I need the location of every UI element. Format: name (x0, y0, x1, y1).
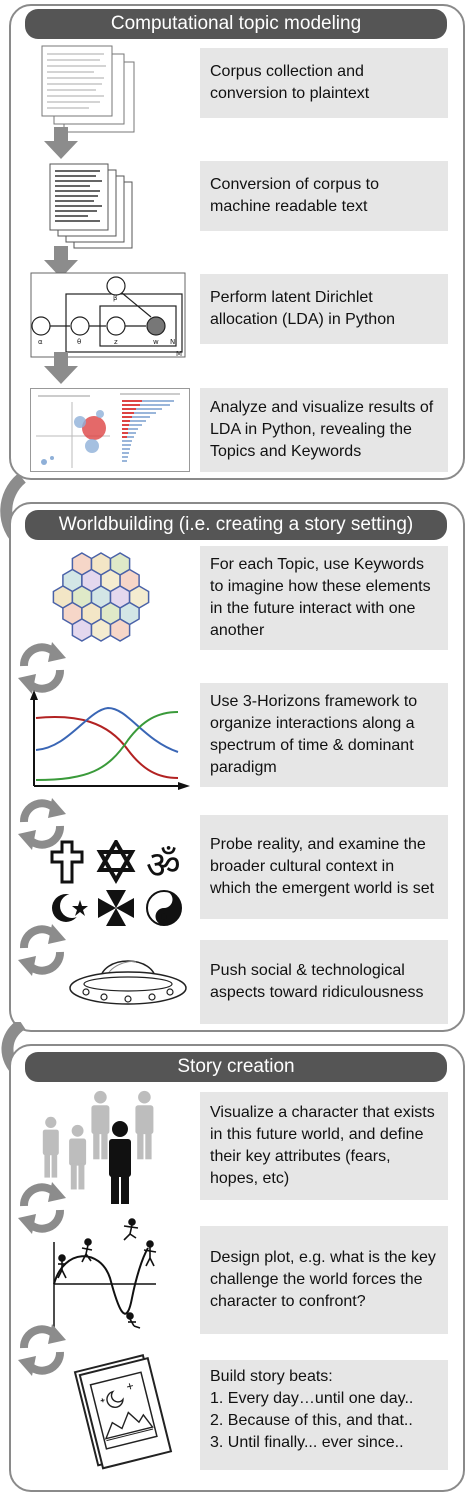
lda-label-m: M (176, 350, 182, 358)
documents-icon (41, 45, 135, 133)
hexagon-cell (90, 618, 112, 642)
step-plot: Design plot, e.g. what is the key challe… (200, 1226, 448, 1334)
hexagon-cell (71, 618, 93, 642)
lda-label-z: z (114, 338, 118, 346)
star-of-david-icon (96, 840, 136, 885)
step-probe-reality: Probe reality, and examine the broader c… (200, 815, 448, 919)
step-lda: Perform latent Dirichlet allocation (LDA… (200, 274, 448, 344)
lda-label-beta: β (113, 294, 117, 302)
section-title-worldbuilding: Worldbuilding (i.e. creating a story set… (25, 510, 447, 540)
step-analyze-visualize: Analyze and visualize results of LDA in … (200, 388, 448, 472)
step-three-horizons: Use 3-Horizons framework to organize int… (200, 683, 448, 787)
step-story-beats: Build story beats: 1. Every day…until on… (200, 1360, 448, 1470)
step-ridiculousness: Push social & technological aspects towa… (200, 940, 448, 1024)
down-arrow-icon (44, 127, 78, 159)
step-machine-readable: Conversion of corpus to machine readable… (200, 161, 448, 231)
down-arrow-icon (44, 246, 78, 278)
step-character: Visualize a character that exists in thi… (200, 1092, 448, 1200)
yin-yang-icon (146, 890, 182, 926)
lda-label-theta: θ (77, 338, 81, 346)
lda-label-n: N (170, 338, 175, 346)
lda-label-alpha: α (38, 338, 43, 346)
lda-plate-diagram: β α θ z w N M (30, 272, 186, 358)
om-icon: ॐ (146, 843, 181, 887)
section-title-topic-modeling: Computational topic modeling (25, 9, 447, 39)
cycle-arrows-icon (18, 798, 66, 850)
lda-label-w: w (153, 338, 159, 346)
ufo-illustration (69, 960, 187, 1005)
crescent-star-icon (52, 894, 88, 922)
storybook-illustration (73, 1354, 173, 1470)
maltese-cross-icon (98, 890, 134, 926)
cultural-symbols-illustration: ॐ (50, 840, 182, 926)
hexagon-grid-illustration (52, 552, 150, 642)
cycle-arrows-icon (18, 1324, 66, 1376)
step-topic-keywords: For each Topic, use Keywords to imagine … (200, 546, 448, 650)
down-arrow-icon (44, 352, 78, 384)
plot-curve-illustration (53, 1218, 157, 1329)
lda-visualization-thumbnail (30, 388, 190, 472)
cross-icon (50, 840, 84, 884)
people-illustration (42, 1090, 154, 1204)
hexagon-cell (109, 618, 131, 642)
section-title-story-creation: Story creation (25, 1052, 447, 1082)
cycle-arrows-icon (18, 924, 66, 976)
cycle-arrows-icon (18, 642, 66, 694)
step-corpus-collection: Corpus collection and conversion to plai… (200, 48, 448, 118)
three-horizons-chart (30, 690, 190, 790)
cycle-arrows-icon (18, 1182, 66, 1234)
text-files-icon (49, 163, 133, 249)
